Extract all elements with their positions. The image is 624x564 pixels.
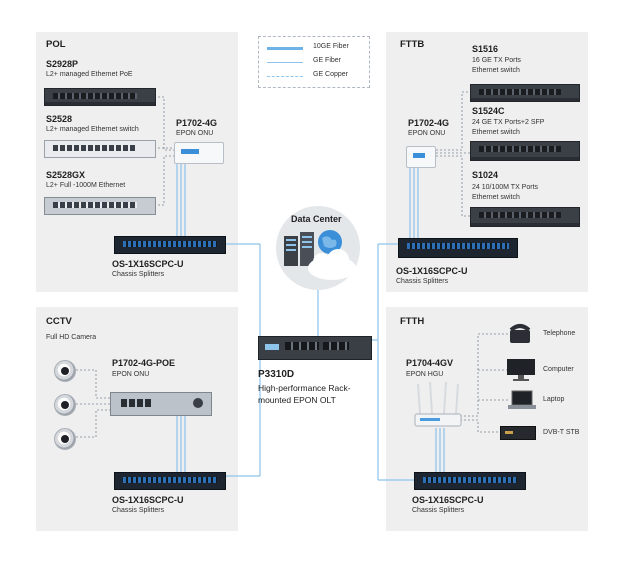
splitter-name: OS-1X16SCPC-U [412, 495, 484, 505]
onu-name: P1702-4G [408, 118, 450, 128]
splitter-desc: Chassis Splitters [112, 507, 165, 514]
ftth-title: FTTH [400, 316, 425, 327]
computer-icon [506, 358, 536, 382]
poe-onu-image [110, 392, 212, 416]
switch-desc: 24 10/100M TX Ports [472, 184, 539, 191]
onu-desc: EPON ONU [112, 371, 150, 378]
switch-desc: L2+ managed Ethernet PoE [46, 71, 133, 78]
switch-name: S2528GX [46, 170, 86, 180]
legend-label: 10GE Fiber [313, 43, 349, 50]
cctv-panel [36, 307, 238, 531]
legend-item-ge-fiber: GE Fiber [267, 57, 363, 69]
switch-s1524c-image [470, 141, 580, 161]
switch-desc: 16 GE TX Ports [472, 57, 521, 64]
switch-name: S1516 [472, 44, 499, 54]
endpoint-label: Telephone [543, 330, 576, 337]
switch-s1516-image [470, 84, 580, 102]
endpoint-label: Computer [543, 366, 574, 373]
dashed-blue-line-swatch [267, 76, 303, 77]
data-center-label: Data Center [291, 214, 342, 224]
camera-icon [54, 360, 76, 382]
olt-desc: mounted EPON OLT [258, 395, 336, 405]
switch-name: S1524C [472, 106, 505, 116]
switch-s2528-image [44, 140, 156, 158]
onu-name: P1702-4G [176, 118, 218, 128]
onu-name: P1702-4G-POE [112, 358, 176, 368]
switch-desc: L2+ Full -1000M Ethernet [46, 182, 126, 189]
switch-name: S1024 [472, 170, 499, 180]
onu-image [174, 142, 224, 164]
splitter-desc: Chassis Splitters [412, 507, 465, 514]
endpoint-label: Laptop [543, 396, 565, 403]
olt-image [258, 336, 372, 360]
cctv-title: CCTV [46, 316, 72, 327]
switch-desc: 24 GE TX Ports+2 SFP [472, 119, 545, 126]
camera-icon [54, 428, 76, 450]
legend: 10GE Fiber GE Fiber GE Copper [258, 36, 370, 88]
stb-icon [500, 426, 536, 440]
onu-desc: EPON ONU [176, 130, 214, 137]
hgu-desc: EPON HGU [406, 371, 444, 378]
camera-icon [54, 394, 76, 416]
switch-s2528gx-image [44, 197, 156, 215]
switch-desc: Ethernet switch [472, 129, 520, 136]
blue-line-swatch [267, 62, 303, 63]
onu-image [406, 146, 436, 168]
switch-s1024-image [470, 207, 580, 227]
switch-s2928p-image [44, 88, 156, 106]
telephone-icon [508, 322, 532, 344]
data-center-icon [268, 206, 368, 296]
switch-name: S2928P [46, 59, 79, 69]
laptop-icon [508, 390, 536, 412]
legend-label: GE Fiber [313, 57, 342, 64]
splitter-desc: Chassis Splitters [112, 271, 165, 278]
chassis-splitter-image [414, 472, 526, 490]
legend-item-10ge-fiber: 10GE Fiber [267, 43, 363, 55]
hgu-name: P1704-4GV [406, 358, 454, 368]
legend-label: GE Copper [313, 71, 349, 78]
router-icon [414, 380, 462, 428]
camera-label: Full HD Camera [46, 334, 97, 341]
onu-desc: EPON ONU [408, 130, 446, 137]
fttb-title: FTTB [400, 39, 425, 50]
splitter-name: OS-1X16SCPC-U [112, 259, 184, 269]
splitter-name: OS-1X16SCPC-U [396, 266, 468, 276]
chassis-splitter-image [398, 238, 518, 258]
olt-name: P3310D [258, 369, 295, 380]
chassis-splitter-image [114, 236, 226, 254]
switch-desc: Ethernet switch [472, 194, 520, 201]
switch-name: S2528 [46, 114, 73, 124]
switch-desc: L2+ managed Ethernet switch [46, 126, 139, 133]
switch-desc: Ethernet switch [472, 67, 520, 74]
chassis-splitter-image [114, 472, 226, 490]
splitter-desc: Chassis Splitters [396, 278, 449, 285]
endpoint-label: DVB-T STB [543, 429, 580, 436]
splitter-name: OS-1X16SCPC-U [112, 495, 184, 505]
thick-blue-line-swatch [267, 47, 303, 50]
olt-desc: High-performance Rack- [258, 383, 351, 393]
pol-title: POL [46, 39, 66, 50]
legend-item-ge-copper: GE Copper [267, 71, 363, 83]
